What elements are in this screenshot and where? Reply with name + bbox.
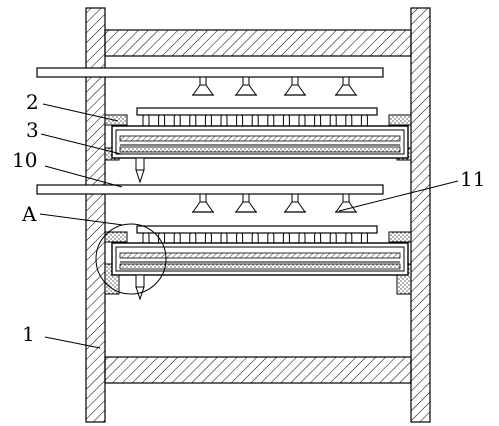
bottom-cross-beam: [104, 356, 412, 384]
leader-line-2: [42, 103, 119, 122]
upper-nozzle-3: [283, 76, 307, 96]
label-1: 1: [22, 322, 35, 346]
lower-spray-pipe: [36, 184, 384, 195]
label-10: 10: [12, 148, 37, 172]
leader-line-10: [44, 165, 123, 188]
label-3: 3: [26, 118, 39, 142]
leader-line-11: [338, 180, 459, 212]
lower-tray-assembly: [104, 225, 412, 301]
lower-nozzle-3: [283, 193, 307, 213]
upper-tray-assembly: [104, 107, 412, 184]
upper-nozzle-2: [234, 76, 258, 96]
top-cross-beam: [104, 29, 412, 57]
label-11: 11: [460, 167, 485, 191]
leader-line-1: [44, 336, 101, 349]
upper-spray-pipe: [36, 67, 384, 78]
leader-line-a: [39, 213, 124, 226]
label-a: A: [21, 202, 37, 226]
upper-nozzle-4: [334, 76, 358, 96]
left-frame-post: [85, 7, 106, 423]
lower-nozzle-2: [234, 193, 258, 213]
leader-line-3: [40, 133, 122, 155]
lower-nozzle-1: [191, 193, 215, 213]
detail-circle-a: [95, 223, 167, 295]
upper-nozzle-1: [191, 76, 215, 96]
right-frame-post: [410, 7, 431, 423]
label-2: 2: [26, 90, 39, 114]
